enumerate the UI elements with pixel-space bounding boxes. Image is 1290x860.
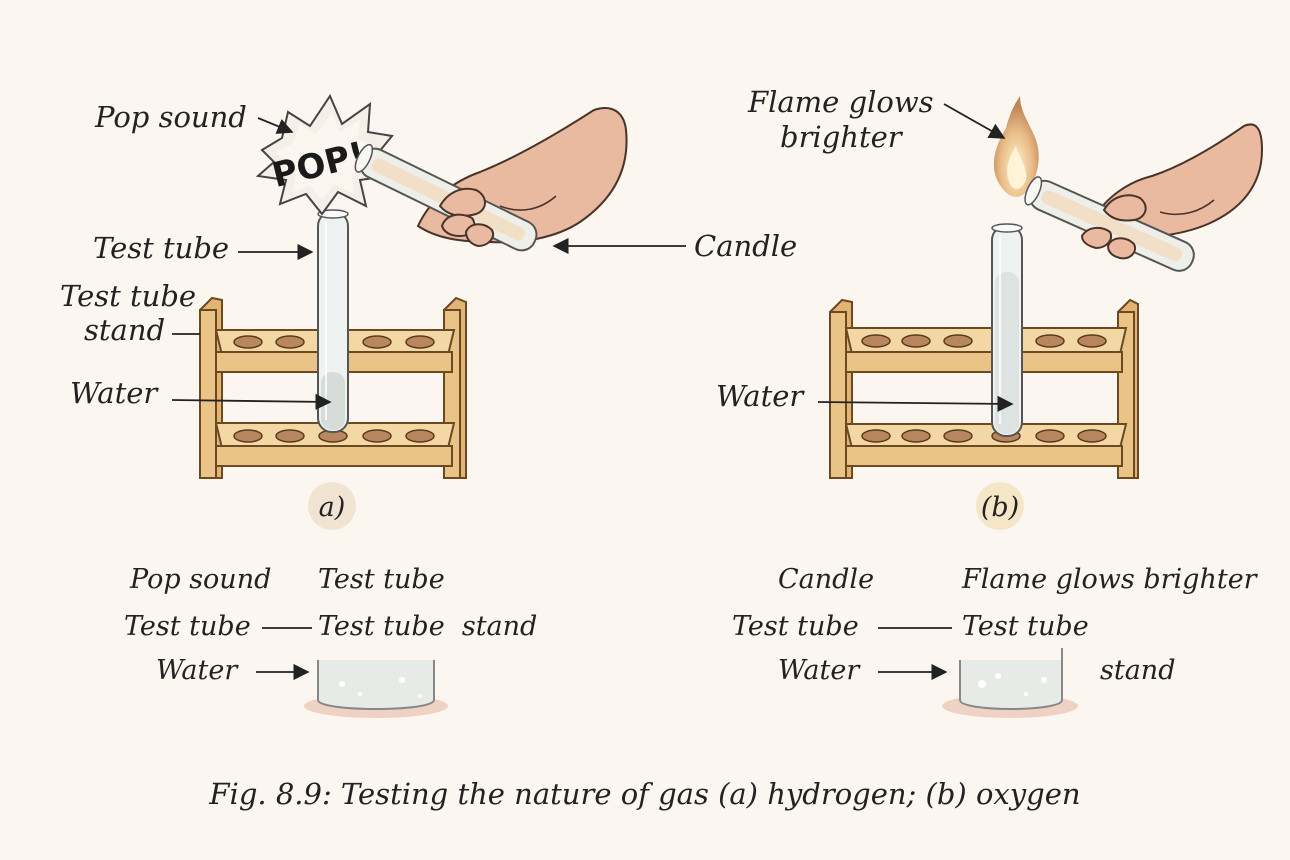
lower-flame-b: Flame glows brighter: [961, 564, 1259, 595]
lower-test-tube-stand-a: Test tube stand: [318, 611, 537, 642]
arrow-water-a: [171, 393, 332, 410]
panel-b: Flame glows brighter Water (b): [716, 85, 1264, 530]
label-test-tube-a: Test tube: [93, 231, 229, 265]
bright-flame: [993, 96, 1039, 197]
panel-letter-b: (b): [981, 492, 1019, 523]
arrow-pop-sound-a: [257, 117, 294, 134]
label-water-b: Water: [716, 379, 805, 413]
lower-water-b: Water: [778, 655, 861, 686]
water-beaker-a: [304, 660, 448, 718]
lower-candle-b: Candle: [778, 564, 874, 595]
hand-with-candle-tube-b: [1024, 123, 1264, 272]
panel-a: POP! Pop sound Test tube Candle Test tub…: [60, 93, 797, 530]
arrow-water-b: [817, 395, 1014, 412]
hand-with-candle-tube-a: [354, 107, 628, 252]
water-beaker-b: [942, 648, 1078, 718]
figure-caption: Fig. 8.9: Testing the nature of gas (a) …: [208, 777, 1080, 811]
panel-letter-badge-b: [976, 482, 1024, 530]
label-water-a: Water: [70, 376, 159, 410]
lower-labels-a: Pop sound Test tube Test tube Test tube …: [124, 564, 537, 718]
lower-test-tube-left-a: Test tube: [124, 611, 251, 642]
lower-stand-b: stand: [1100, 655, 1175, 686]
lower-labels-b: Candle Flame glows brighter Test tube Te…: [732, 564, 1259, 718]
label-candle-a: Candle: [694, 229, 797, 263]
lower-test-tube-top-a: Test tube: [318, 564, 445, 595]
arrow-flame-b: [943, 103, 1006, 139]
label-flame-line2-b: brighter: [780, 120, 904, 154]
lower-water-a: Water: [156, 655, 239, 686]
panel-letter-a: a): [319, 492, 346, 523]
panel-letter-badge-a: [308, 482, 356, 530]
test-tube-a: [317, 209, 349, 433]
test-tube-stand-a: [199, 296, 467, 479]
lower-pop-sound-a: Pop sound: [129, 564, 271, 595]
label-flame-line1-b: Flame glows: [747, 85, 934, 119]
test-tube-b: [991, 223, 1023, 437]
lower-test-tube-left-b: Test tube: [732, 611, 859, 642]
label-stand-line2-a: stand: [84, 313, 165, 347]
label-pop-sound-a: Pop sound: [94, 100, 247, 134]
label-stand-line1-a: Test tube: [60, 279, 196, 313]
lower-test-tube-right-b: Test tube: [962, 611, 1089, 642]
test-tube-stand-b: [829, 298, 1139, 479]
